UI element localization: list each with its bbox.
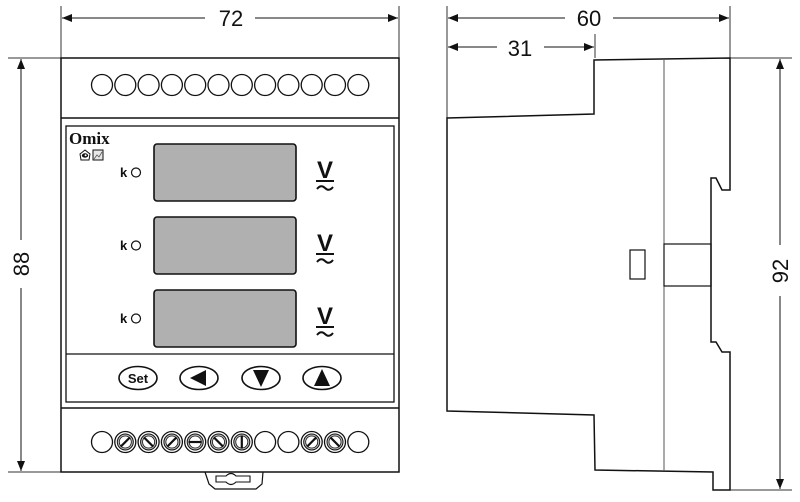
front-depth-label: 31: [508, 36, 532, 61]
terminal-hole: [114, 73, 137, 97]
side-front-depth-dimension: 31: [448, 34, 596, 61]
screw-slot-icon: [329, 436, 341, 448]
indicator-label: k: [120, 311, 128, 326]
din-clip: [204, 471, 264, 490]
terminal-hole: [160, 73, 184, 97]
terminal-hole: [300, 73, 323, 97]
din-clip-slot: [215, 472, 251, 486]
set-button[interactable]: Set: [118, 365, 158, 391]
unit-label: V: [317, 303, 333, 330]
ac-tilde-icon: [316, 258, 334, 264]
front-width-dimension: 72: [60, 6, 400, 58]
height-label: 88: [9, 252, 34, 276]
up-button[interactable]: [302, 365, 342, 391]
lcd-display: [153, 289, 297, 348]
indicator-led-icon: [130, 240, 142, 251]
terminal-hole: [230, 73, 253, 97]
terminal-hole: [253, 430, 277, 454]
arrow-left-icon: [190, 370, 206, 386]
arrow-down-icon: [253, 370, 269, 387]
screw-slot-icon: [166, 436, 178, 448]
eye-mark-icon: [79, 149, 91, 161]
top-terminal-block: [90, 73, 370, 97]
device-outline: [60, 57, 400, 473]
screw-slot-icon: [306, 436, 318, 448]
screw-terminal: [323, 430, 347, 454]
terminal-hole: [323, 73, 347, 97]
terminal-hole: [253, 73, 277, 97]
screw-slot-icon: [213, 436, 224, 448]
brand-logo: Omix: [69, 129, 110, 148]
side-height-dimension: 92: [730, 57, 793, 491]
indicator-led-icon: [130, 167, 142, 178]
terminal-hole: [347, 430, 370, 454]
terminal-hole: [184, 73, 207, 97]
depth-label: 60: [577, 6, 601, 31]
arrow-up-icon: [314, 369, 330, 386]
side-height-label: 92: [768, 259, 793, 283]
screw-slot-icon: [143, 436, 154, 448]
screw-slot-icon: [119, 436, 131, 448]
front-panel: [65, 125, 395, 403]
chart-badge-icon: [92, 149, 104, 161]
screw-terminal: [207, 430, 230, 454]
screw-terminal: [230, 430, 253, 454]
terminal-hole: [90, 73, 114, 97]
side-label-window: [629, 249, 646, 280]
lcd-display: [153, 216, 297, 275]
side-profile-outline: [446, 57, 731, 491]
down-button[interactable]: [241, 365, 281, 391]
terminal-hole: [277, 73, 300, 97]
screw-terminal: [114, 430, 137, 454]
width-label: 72: [219, 6, 243, 31]
ac-tilde-icon: [316, 331, 334, 337]
ac-tilde-icon: [316, 185, 334, 191]
terminal-hole: [90, 430, 114, 454]
unit-label: V: [317, 230, 333, 257]
indicator-led-icon: [130, 313, 142, 324]
screw-terminal: [137, 430, 160, 454]
indicator-label: k: [120, 165, 128, 180]
terminal-hole: [277, 430, 300, 454]
unit-label: V: [317, 157, 333, 184]
terminal-hole: [137, 73, 160, 97]
screw-terminal: [184, 430, 207, 454]
din-rail-latch: [663, 243, 712, 287]
front-height-dimension: 88: [8, 57, 61, 473]
side-view: [446, 57, 731, 491]
lcd-display: [153, 143, 297, 202]
indicator-label: k: [120, 238, 128, 253]
screw-terminal: [300, 430, 323, 454]
side-depth-dimension: 60: [446, 6, 731, 118]
terminal-hole: [207, 73, 230, 97]
screw-terminal: [160, 430, 184, 454]
terminal-hole: [347, 73, 370, 97]
left-button[interactable]: [179, 365, 219, 391]
set-button-label: Set: [128, 371, 149, 386]
bottom-terminal-block: [90, 430, 370, 454]
